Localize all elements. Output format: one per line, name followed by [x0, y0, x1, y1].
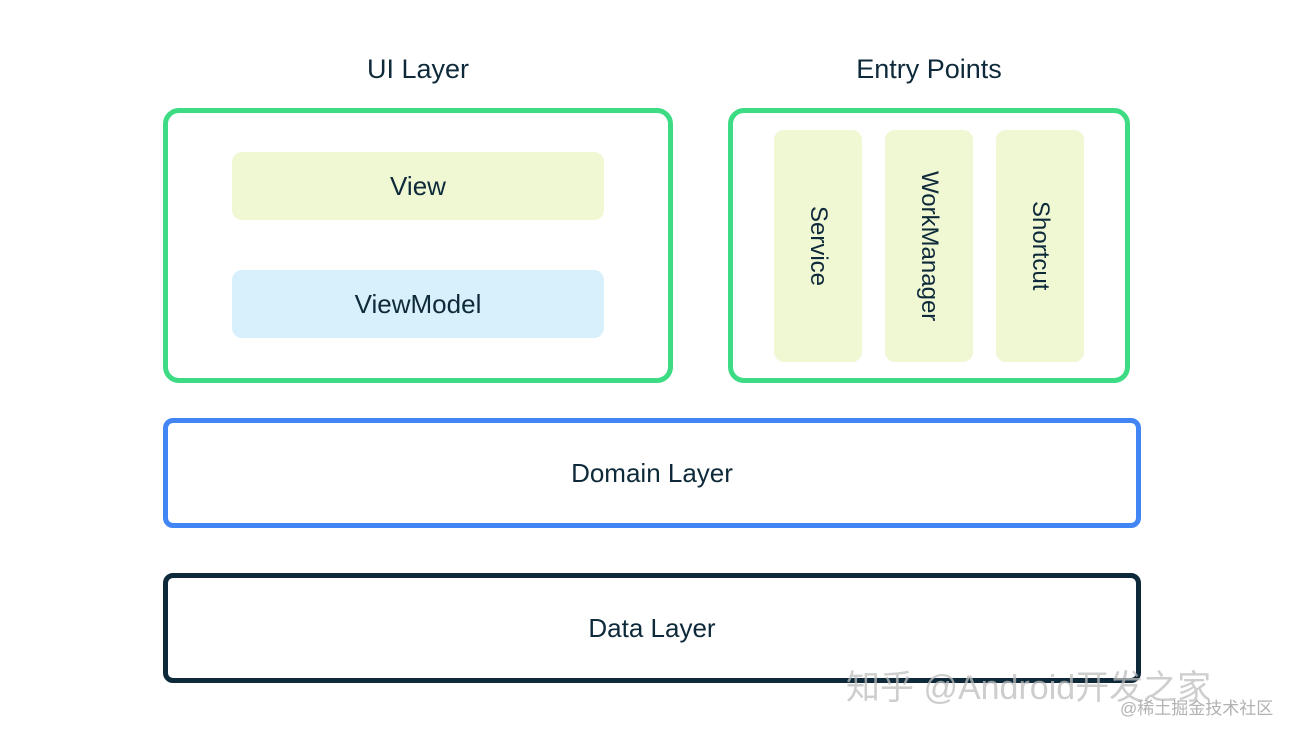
watermark-zhihu: 知乎 @Android开发之家	[846, 669, 1212, 707]
watermark-juejin: @稀土掘金技术社区	[1120, 699, 1274, 718]
ui-layer-title: UI Layer	[366, 54, 470, 84]
entry-workmanager: WorkManager	[885, 130, 973, 362]
workmanager-label: WorkManager	[916, 170, 943, 322]
ui-layer-box	[163, 108, 673, 383]
view-box: View	[232, 152, 604, 220]
data-layer-box: Data Layer	[163, 573, 1141, 683]
shortcut-label: Shortcut	[1027, 201, 1054, 291]
entry-shortcut: Shortcut	[996, 130, 1084, 362]
entry-service: Service	[774, 130, 862, 362]
service-label: Service	[805, 205, 832, 287]
domain-layer-box: Domain Layer	[163, 418, 1141, 528]
viewmodel-box: ViewModel	[232, 270, 604, 338]
entry-points-title: Entry Points	[856, 54, 1002, 84]
